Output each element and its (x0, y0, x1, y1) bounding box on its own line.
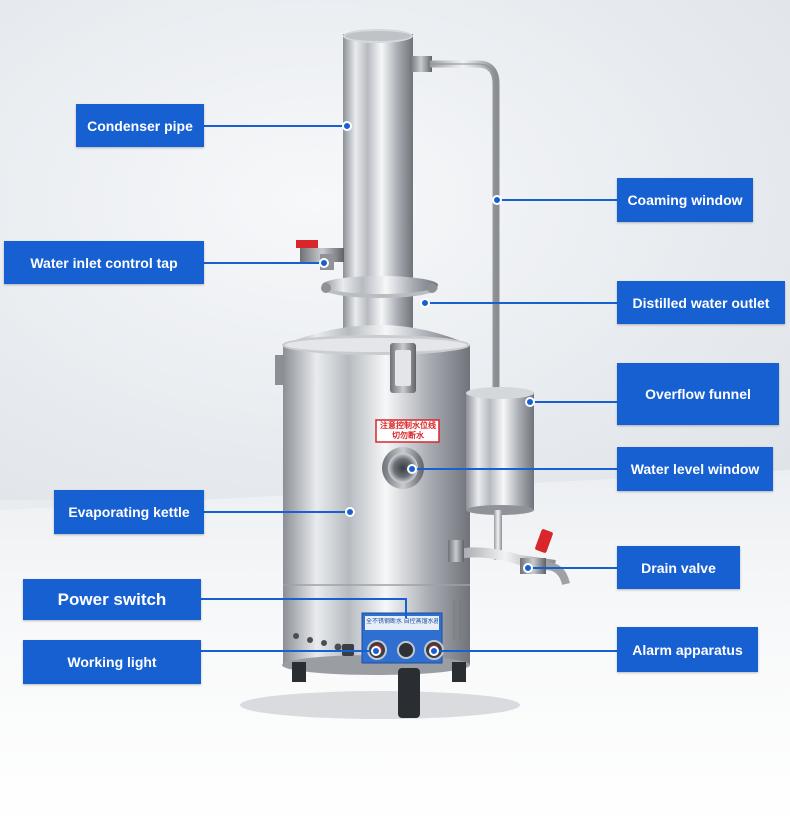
connector-dot-condenser-pipe (342, 121, 352, 131)
base-shadow (240, 691, 520, 719)
label-working-light: Working light (23, 640, 201, 684)
overflow-funnel-shape (466, 392, 534, 510)
label-alarm-apparatus: Alarm apparatus (617, 627, 758, 672)
kettle-body (283, 345, 470, 665)
label-water-inlet-control-tap: Water inlet control tap (4, 241, 204, 284)
panel-text: 全不锈钢断水 自控蒸馏水器 (366, 619, 438, 625)
connector-dot-water-inlet (319, 258, 329, 268)
connector-working-light (201, 650, 376, 652)
connector-water-inlet (204, 262, 324, 264)
label-drain-valve: Drain valve (617, 546, 740, 589)
power-switch-knob (397, 641, 415, 659)
warning-label-bg (375, 419, 440, 443)
connector-power-switch-vertical (405, 598, 407, 618)
connector-dot-evaporating-kettle (345, 507, 355, 517)
label-coaming-window: Coaming window (617, 178, 753, 222)
connector-water-level-window (412, 468, 617, 470)
label-condenser-pipe: Condenser pipe (76, 104, 204, 147)
connector-overflow-funnel (530, 401, 617, 403)
connector-alarm-apparatus (434, 650, 617, 652)
label-water-level-window: Water level window (617, 447, 773, 491)
connector-evaporating-kettle (204, 511, 350, 513)
connector-condenser-pipe (204, 125, 347, 127)
label-overflow-funnel: Overflow funnel (617, 363, 779, 425)
connector-dot-alarm-apparatus (429, 646, 439, 656)
connector-dot-working-light (371, 646, 381, 656)
label-distilled-water-outlet: Distilled water outlet (617, 281, 785, 324)
connector-dot-coaming-window (492, 195, 502, 205)
label-evaporating-kettle: Evaporating kettle (54, 490, 204, 534)
label-power-switch: Power switch (23, 579, 201, 620)
connector-power-switch (201, 598, 406, 600)
connector-dot-overflow-funnel (525, 397, 535, 407)
connector-dot-drain-valve (523, 563, 533, 573)
connector-drain-valve (528, 567, 617, 569)
connector-dot-water-level-window (407, 464, 417, 474)
connector-distilled-outlet (425, 302, 617, 304)
connector-dot-distilled-outlet (420, 298, 430, 308)
warning-label: 注意控制水位线 切勿断水 (380, 421, 436, 440)
connector-coaming-window (497, 199, 617, 201)
